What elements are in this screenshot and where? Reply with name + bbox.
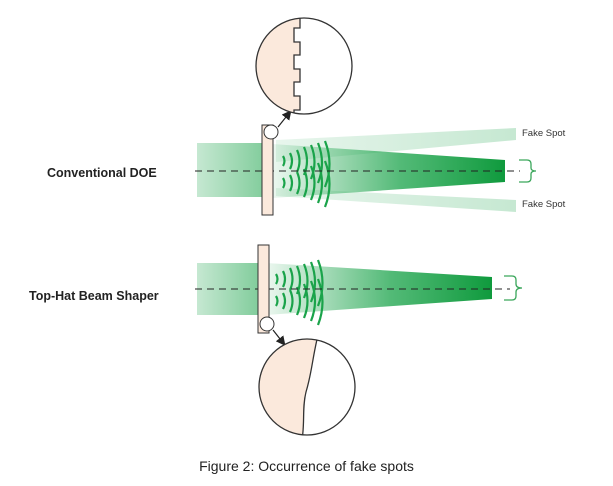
doe-element (261, 124, 274, 216)
fake-spot-bottom-label: Fake Spot (522, 199, 566, 210)
figure-caption: Figure 2: Occurrence of fake spots (199, 458, 414, 474)
fake-spot-top-label: Fake Spot (522, 128, 566, 139)
zoom-circle-small (259, 316, 275, 332)
zoom-arrow (277, 110, 292, 128)
zoom-arrow (272, 329, 286, 346)
beam-shaper-element (257, 244, 270, 334)
tophat-label: Top-Hat Beam Shaper (29, 289, 159, 303)
zoom-detail-stepped (255, 17, 353, 115)
tophat-group: Top-Hat Beam Shaper (29, 244, 523, 436)
input-beam (197, 143, 265, 197)
wavefronts (275, 259, 324, 326)
fake-beam-bottom (276, 188, 516, 212)
zoom-detail-smooth (258, 338, 356, 436)
spot-bracket (504, 275, 523, 301)
spot-bracket (519, 159, 537, 183)
conventional-doe-label: Conventional DOE (47, 166, 157, 180)
conventional-doe-group: Fake Spot Fake Spot Conventional DOE (47, 17, 566, 216)
zoom-circle-small (263, 124, 279, 140)
